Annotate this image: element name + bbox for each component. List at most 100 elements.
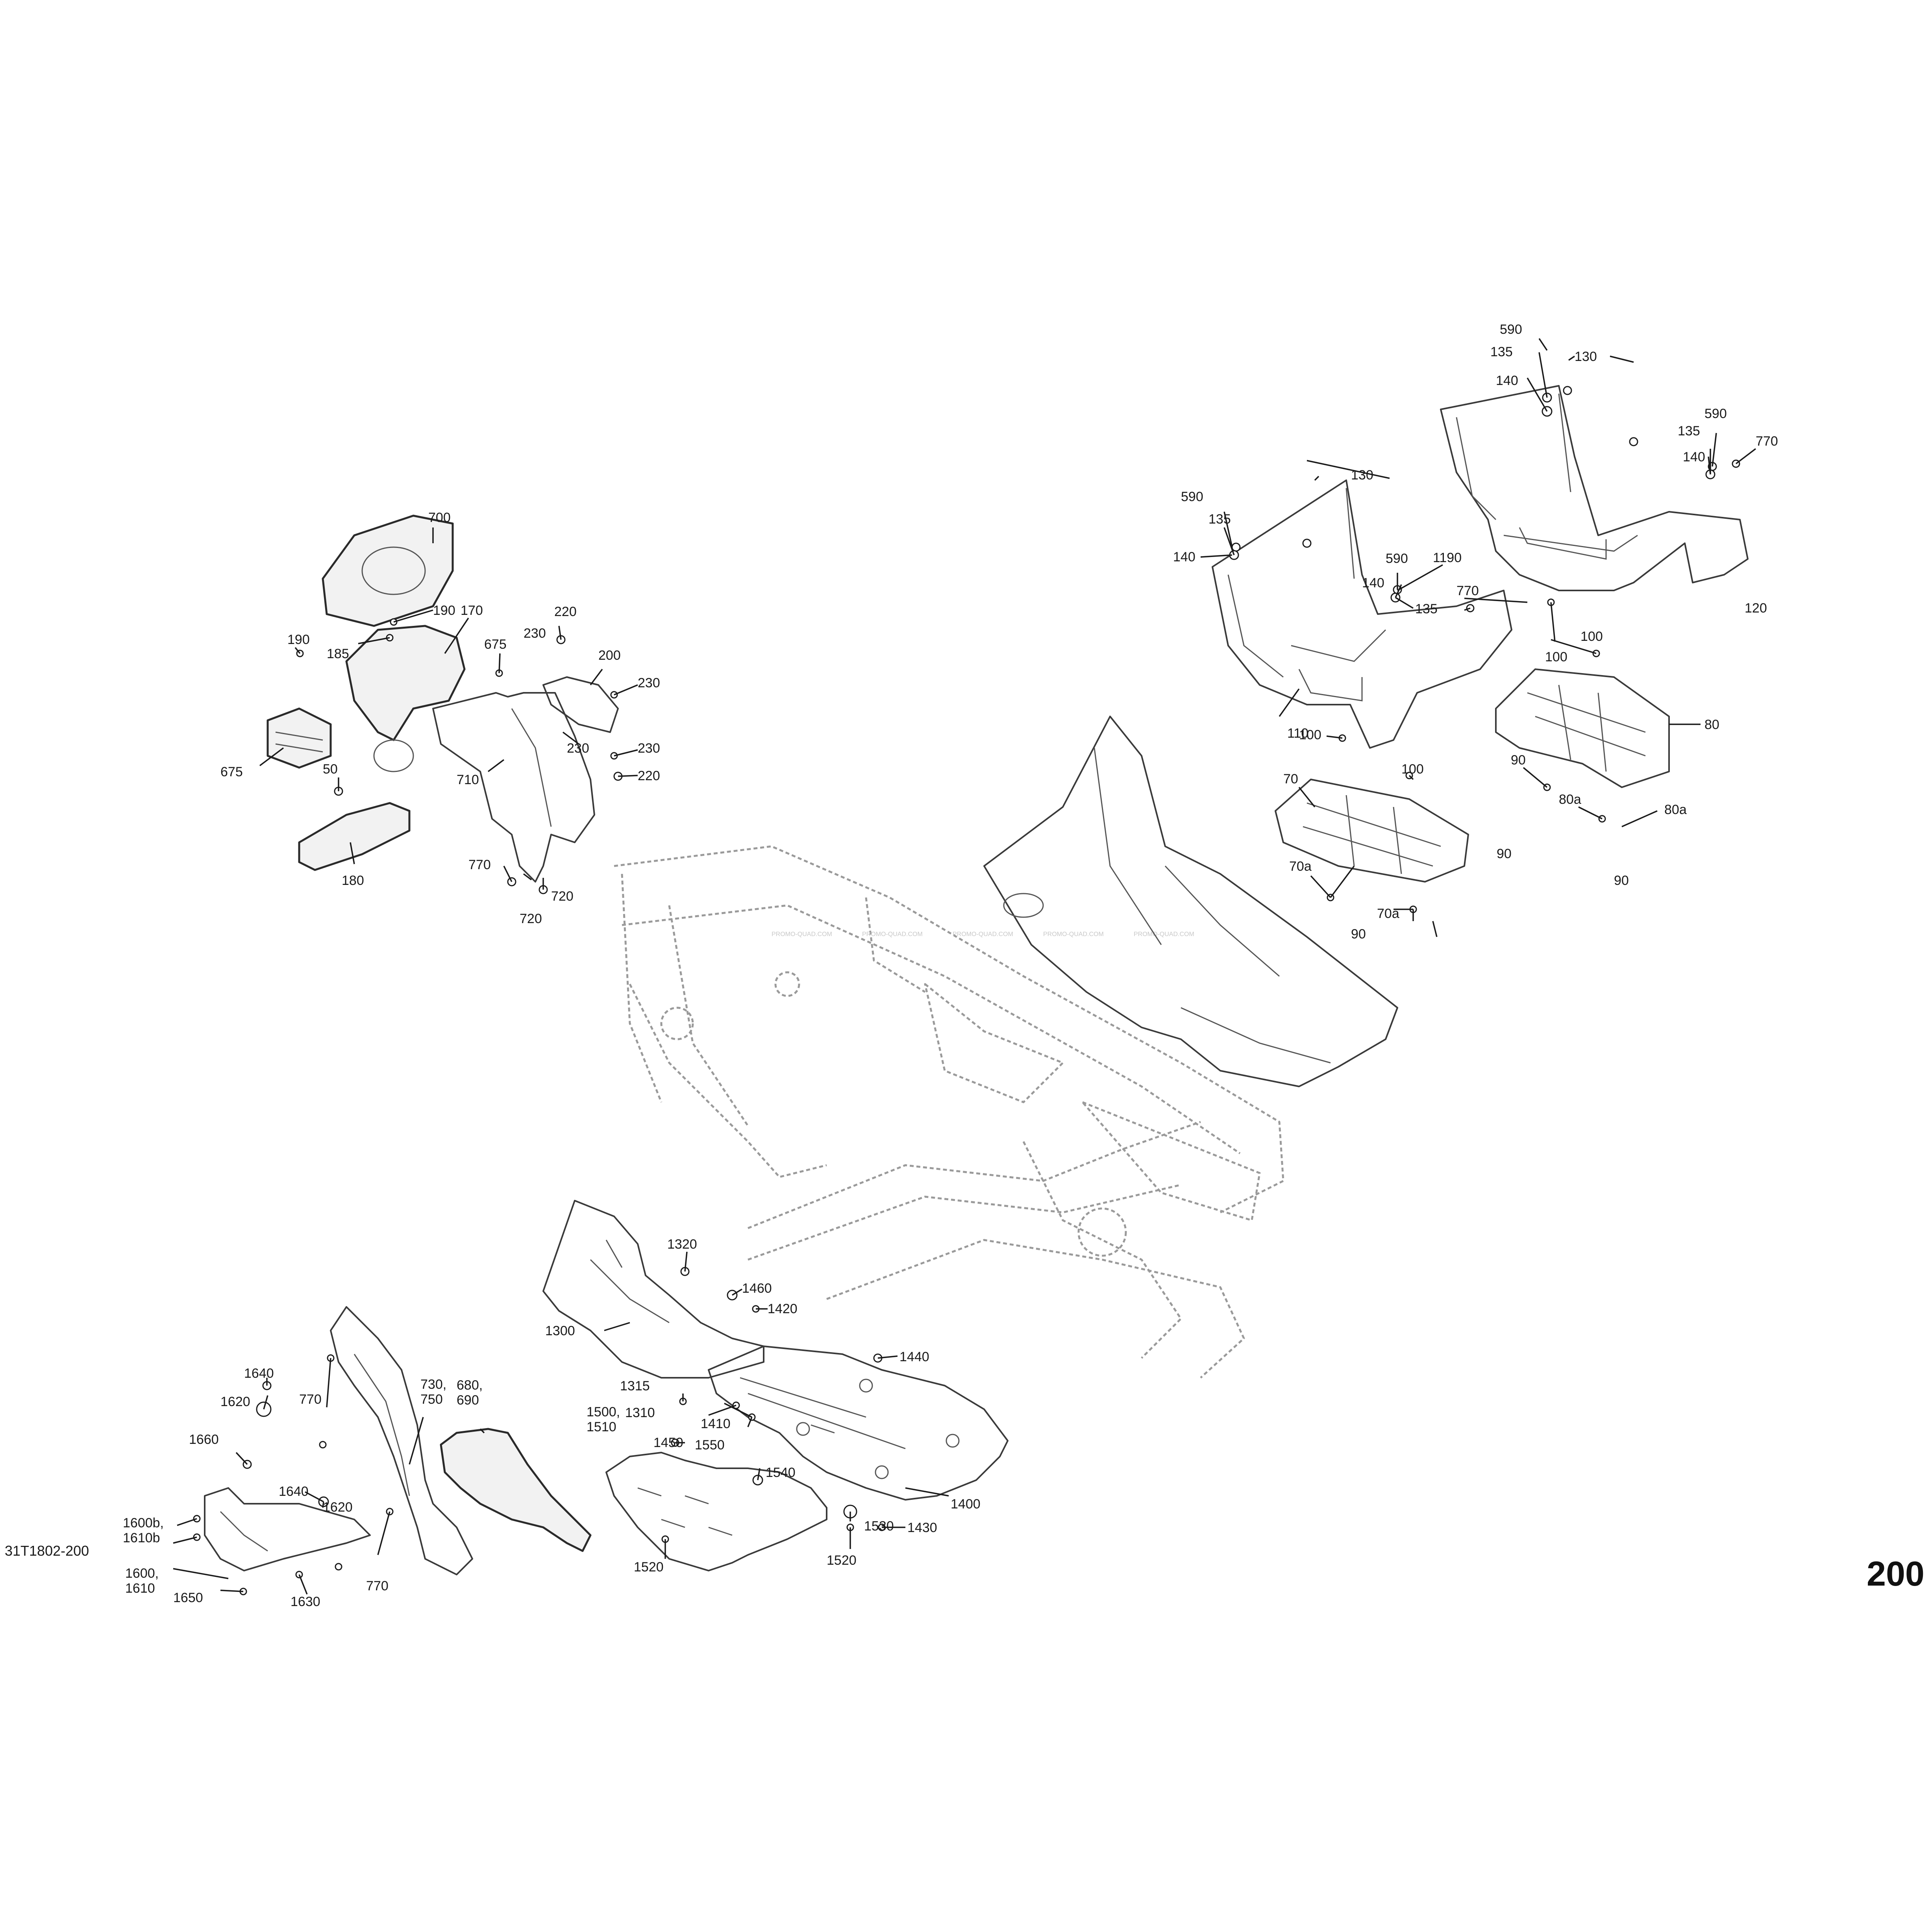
callout-label: 1430: [907, 1520, 937, 1535]
callout-label: 90: [1614, 873, 1629, 888]
callout-label: 1630: [291, 1594, 320, 1609]
callout-label: 230: [524, 626, 546, 641]
callout-label: 1540: [766, 1465, 796, 1480]
callout-label: 140: [1362, 576, 1384, 590]
callout-label: 1500,1510: [587, 1405, 620, 1434]
callout-label: 130: [1351, 468, 1373, 483]
callout-label: 230: [638, 741, 660, 756]
callout-label: 100: [1545, 650, 1567, 664]
callout-label: 80: [1704, 717, 1719, 732]
callout-label: 70a: [1377, 906, 1399, 921]
callout-label: 90: [1511, 753, 1526, 768]
callout-label: 680,690: [457, 1378, 483, 1408]
callout-label: 1520: [827, 1553, 857, 1568]
callout-label: 710: [457, 772, 479, 787]
footrest-80: [1495, 668, 1670, 788]
leader-lines: [173, 338, 1756, 1595]
callout-label: 1440: [899, 1349, 929, 1364]
skid-plate-1300: [542, 1200, 764, 1379]
callout-label: 80a: [1559, 792, 1581, 807]
callout-label: 1550: [695, 1438, 725, 1453]
callout-label: 590: [1500, 322, 1522, 337]
callout-label: 50: [323, 762, 338, 777]
callout-label: 220: [638, 768, 660, 783]
callout-label: 720: [520, 911, 542, 926]
watermark-text: PROMO-QUAD.COM: [1043, 931, 1104, 938]
callout-label: 1420: [768, 1301, 798, 1316]
callout-label: 170: [461, 603, 483, 618]
page-number: 200: [1867, 1554, 1925, 1593]
callout-label: 770: [1456, 583, 1479, 598]
callout-label: 230: [567, 741, 589, 756]
footrest-70: [1275, 779, 1469, 883]
guard-680: [440, 1428, 592, 1552]
callout-label: 590: [1181, 489, 1203, 504]
callout-label: 100: [1401, 762, 1424, 777]
callout-label: 1600b,1610b: [123, 1516, 164, 1545]
callout-label: 770: [299, 1392, 322, 1407]
footwell-right-120: [1440, 385, 1749, 591]
callout-stacked: 730,750: [420, 1377, 446, 1407]
callout-label: 1400: [951, 1497, 981, 1512]
callout-label: 200: [598, 648, 621, 663]
callout-label: 1460: [742, 1281, 772, 1296]
side-guard-1600: [204, 1487, 371, 1571]
callout-label: 770: [366, 1579, 389, 1593]
watermark-text: PROMO-QUAD.COM: [1134, 931, 1194, 938]
callout-label: 590: [1704, 406, 1727, 421]
callout-label: 135: [1415, 601, 1438, 616]
watermark-strip: PROMO-QUAD.COM PROMO-QUAD.COM PROMO-QUAD…: [772, 931, 1194, 938]
callout-label: 1620: [323, 1500, 353, 1515]
callout-label: 675: [220, 764, 243, 779]
callout-label: 120: [1745, 601, 1767, 616]
callout-label: 770: [1756, 434, 1778, 449]
callout-label: 185: [327, 646, 349, 661]
vehicle-frame: [614, 845, 1284, 1379]
gauge-support-700: [322, 514, 454, 627]
callout-label: 1315: [620, 1379, 650, 1393]
callout-label: 590: [1386, 551, 1408, 566]
callout-label: 140: [1173, 550, 1195, 564]
callout-label: 1320: [667, 1237, 697, 1252]
watermark-text: PROMO-QUAD.COM: [953, 931, 1013, 938]
diagram-code: 31T1802-200: [5, 1543, 89, 1559]
callout-label: 720: [551, 889, 574, 904]
callout-label: 190: [433, 603, 455, 618]
air-box-cover-675: [266, 707, 332, 769]
callout-label: 1620: [220, 1394, 250, 1409]
callout-label: 220: [554, 604, 577, 619]
callout-label: 90: [1497, 846, 1512, 861]
front-fascia-710: [432, 692, 595, 883]
callout-label: 730,750: [420, 1377, 446, 1407]
callout-label: 1640: [244, 1366, 274, 1381]
front-console-170: [345, 625, 466, 772]
callout-label: 1410: [701, 1416, 731, 1431]
watermark-text: PROMO-QUAD.COM: [772, 931, 832, 938]
mud-guard-floor: [983, 716, 1398, 1087]
callout-label: 70: [1283, 772, 1298, 786]
footwell-left-110: [1212, 479, 1512, 749]
callout-label: 700: [428, 510, 451, 525]
skid-plate-1500: [605, 1452, 827, 1571]
bracket-180: [298, 802, 411, 871]
callout-label: 1310: [625, 1405, 655, 1420]
callout-label: 1660: [189, 1432, 219, 1447]
callout-label: 675: [484, 637, 507, 652]
callout-label: 1650: [173, 1590, 203, 1605]
callout-label: 135: [1208, 512, 1231, 527]
callout-label: 1300: [545, 1323, 575, 1338]
callout-label: 80a: [1664, 802, 1687, 817]
callout-label: 90: [1351, 927, 1366, 942]
callout-label: 100: [1299, 727, 1321, 742]
callout-label: 130: [1575, 349, 1597, 364]
callout-label: 140: [1683, 450, 1705, 464]
skid-plate-1400: [708, 1345, 1009, 1501]
callout-label: 1190: [1433, 550, 1462, 565]
callout-label: 180: [342, 873, 364, 888]
callout-label: 230: [638, 675, 660, 690]
callout-label: 135: [1678, 424, 1700, 439]
callout-label: 770: [468, 857, 491, 872]
cover-200: [542, 676, 619, 733]
callout-label: 1530: [864, 1519, 894, 1534]
